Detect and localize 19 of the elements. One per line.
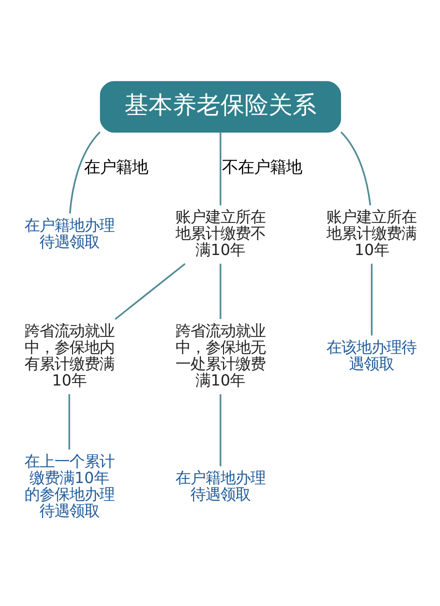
edge-label: 在户籍地: [83, 158, 148, 177]
node-text: 在户籍地办理待遇领取: [175, 468, 265, 504]
edge-label: 不在户籍地: [222, 158, 302, 177]
connector: [114, 263, 186, 320]
connector: [68, 132, 100, 214]
connector: [68, 394, 70, 450]
connector: [370, 264, 372, 336]
node-text: 账户建立所在地累计缴费不满10年: [175, 208, 265, 259]
node-box: 基本养老保险关系: [99, 81, 341, 133]
connector: [219, 132, 221, 206]
node-text: 跨省流动就业中，参保地无一处累计缴费满10年: [175, 322, 265, 390]
node-text: 在上一个累计缴费满10年的参保地办理待遇领取: [24, 452, 114, 520]
node-text: 账户建立所在地累计缴费满10年: [326, 208, 416, 259]
connector: [219, 264, 221, 319]
connector: [340, 132, 371, 206]
node-text: 在该地办理待遇领取: [326, 338, 416, 373]
connector: [219, 394, 221, 466]
node-text: 在户籍地办理待遇领取: [24, 216, 114, 251]
node-text: 跨省流动就业中，参保地内有累计缴费满10年: [24, 322, 114, 390]
